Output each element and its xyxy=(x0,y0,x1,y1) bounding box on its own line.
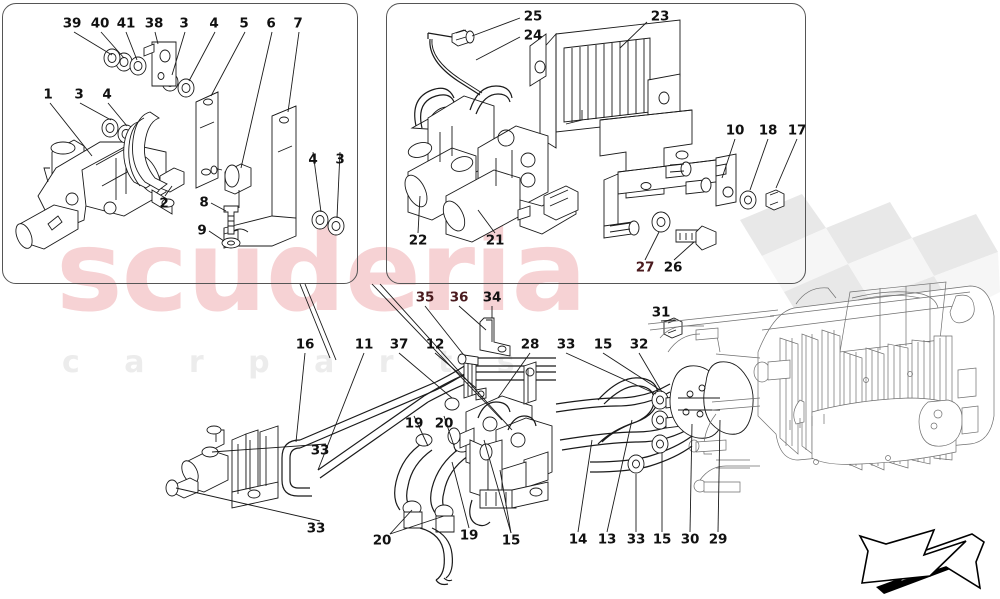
callout-label-15: 15 xyxy=(501,532,521,549)
direction-of-travel-arrow xyxy=(858,528,985,594)
valve-assembly-part28 xyxy=(447,395,553,527)
callout-label-13: 13 xyxy=(597,531,617,548)
callout-label-1: 1 xyxy=(43,86,53,103)
callout-label-18: 18 xyxy=(758,122,778,139)
callout-label-6: 6 xyxy=(266,15,276,32)
callout-label-2: 2 xyxy=(159,195,169,212)
pump-part33-left xyxy=(165,425,279,509)
callout-label-24: 24 xyxy=(523,27,543,44)
watermark-carparts: c a r p a r t s xyxy=(62,345,532,380)
callout-label-17: 17 xyxy=(787,122,807,139)
panel-water-pump-bracket-assembly xyxy=(2,3,358,284)
callout-label-3: 3 xyxy=(74,86,84,103)
callout-label-20: 20 xyxy=(434,415,454,432)
hvac-housing xyxy=(647,281,995,493)
callout-label-41: 41 xyxy=(116,15,136,32)
callout-label-31: 31 xyxy=(651,304,671,321)
callout-label-35: 35 xyxy=(415,289,435,306)
hoses-part13-14 xyxy=(555,377,695,473)
callout-label-19: 19 xyxy=(404,415,424,432)
callout-label-40: 40 xyxy=(90,15,110,32)
hoses-part19-20 xyxy=(394,433,471,586)
callout-label-11: 11 xyxy=(354,336,374,353)
callout-label-14: 14 xyxy=(568,531,588,548)
callout-label-4: 4 xyxy=(102,86,112,103)
callout-label-4: 4 xyxy=(209,15,219,32)
callout-label-33: 33 xyxy=(306,520,326,537)
callout-label-30: 30 xyxy=(680,531,700,548)
callout-label-12: 12 xyxy=(425,336,445,353)
callout-label-33: 33 xyxy=(310,442,330,459)
leaders-lower xyxy=(175,283,721,535)
callout-label-28: 28 xyxy=(520,336,540,353)
callout-label-26: 26 xyxy=(663,259,683,276)
callout-label-7: 7 xyxy=(293,15,303,32)
callout-label-32: 32 xyxy=(629,336,649,353)
clamp-part12-37 xyxy=(444,357,487,411)
callout-label-3: 3 xyxy=(179,15,189,32)
callout-label-16: 16 xyxy=(295,336,315,353)
callout-label-9: 9 xyxy=(197,222,207,239)
bracket-part34-36 xyxy=(457,317,511,366)
callout-label-33: 33 xyxy=(626,531,646,548)
callout-label-22: 22 xyxy=(408,232,428,249)
callout-label-10: 10 xyxy=(725,122,745,139)
heater-core-plate-part29-30 xyxy=(669,361,754,439)
callout-label-39: 39 xyxy=(62,15,82,32)
panel-solenoid-valve-ecu-assembly xyxy=(386,3,806,284)
callout-label-25: 25 xyxy=(523,8,543,25)
callout-label-19: 19 xyxy=(459,527,479,544)
callout-label-38: 38 xyxy=(144,15,164,32)
callout-label-15: 15 xyxy=(652,531,672,548)
callout-label-33: 33 xyxy=(556,336,576,353)
callout-label-37: 37 xyxy=(389,336,409,353)
callout-label-4: 4 xyxy=(308,151,318,168)
callout-label-8: 8 xyxy=(199,194,209,211)
nut-part31 xyxy=(663,317,683,339)
callout-label-29: 29 xyxy=(708,531,728,548)
clamp-part28-upper xyxy=(523,361,537,405)
clamps-part15-33-right xyxy=(627,386,695,474)
callout-label-5: 5 xyxy=(239,15,249,32)
callout-label-21: 21 xyxy=(485,232,505,249)
callout-label-27: 27 xyxy=(635,259,655,276)
callout-label-34: 34 xyxy=(482,289,502,306)
callout-label-36: 36 xyxy=(449,289,469,306)
callout-label-15: 15 xyxy=(593,336,613,353)
callout-label-23: 23 xyxy=(650,8,670,25)
callout-label-20: 20 xyxy=(372,532,392,549)
callout-label-3: 3 xyxy=(335,151,345,168)
